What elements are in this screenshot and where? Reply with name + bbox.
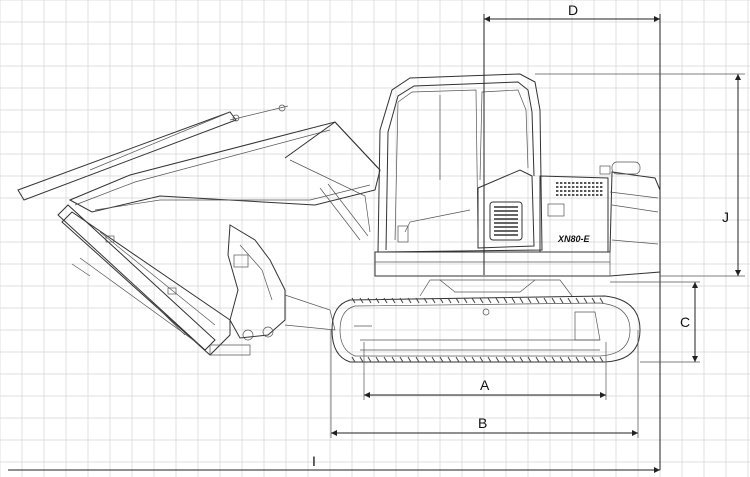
dimension-label-i: I	[312, 453, 316, 469]
dimension-lines	[8, 14, 745, 473]
dimension-label-b: B	[478, 415, 487, 431]
engine-vents	[556, 182, 603, 196]
model-badge: XN80-E	[557, 234, 591, 244]
excavator-boom	[68, 121, 381, 241]
dimension-label-j: J	[722, 209, 729, 225]
operator-cab	[377, 73, 543, 253]
dimension-label-a: A	[480, 377, 490, 393]
boom-cylinder	[17, 104, 289, 201]
engine-hood: XN80-E	[539, 175, 609, 253]
excavator-arm	[57, 204, 231, 356]
dimension-label-c: C	[680, 314, 690, 330]
track-undercarriage	[331, 279, 641, 363]
cab-grille	[494, 206, 518, 236]
dimension-label-d: D	[568, 2, 578, 18]
track-links	[351, 297, 604, 363]
excavator-bucket	[209, 224, 336, 356]
